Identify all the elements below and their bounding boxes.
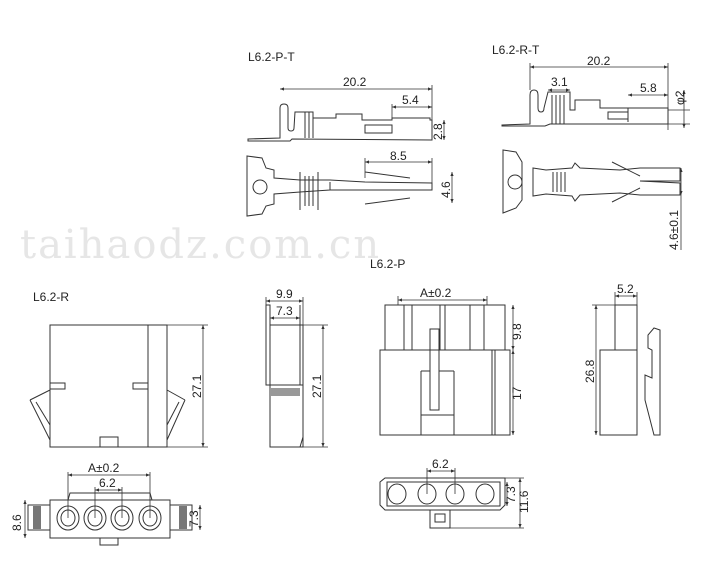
dim-width: 4.6±0.1: [667, 210, 681, 250]
dim-end-height: 8.6: [10, 514, 24, 531]
dim-diameter: φ2: [673, 90, 687, 105]
r-housing-title: L6.2-R: [33, 290, 69, 304]
r-terminal-side-view: [501, 89, 669, 127]
p-terminal-side-view: [247, 103, 433, 142]
dim-length: 20.2: [587, 54, 611, 68]
r-housing-side-view: [265, 304, 304, 448]
p-housing-end-view: [379, 477, 506, 529]
p-terminal-title: L6.2-P-T: [248, 50, 295, 64]
p-terminal-top-view: [246, 155, 433, 217]
dim-crimp: 3.1: [551, 75, 568, 89]
dim-side-width: 5.2: [617, 282, 634, 296]
r-terminal-title: L6.2-R-T: [492, 43, 540, 57]
p-terminal-drawing: L6.2-P-T 20.2 5.4 2.8 8.5 4.6: [246, 50, 454, 217]
dim-side-height: 26.8: [583, 359, 597, 383]
p-housing-drawing: L6.2-P A±0.2 9.8 17 5.2 26.8 6.2 7.3 11.…: [370, 257, 661, 529]
dim-length: 20.2: [343, 75, 367, 89]
dim-end-outer: 11.6: [517, 490, 531, 513]
r-terminal-drawing: L6.2-R-T 20.2 3.1 5.8 φ2 4.6±0.1: [492, 43, 690, 250]
dim-upper: 9.8: [510, 323, 524, 340]
dim-height: 2.8: [431, 123, 445, 140]
dim-lower: 17: [510, 386, 524, 400]
r-housing-side-ribs: [270, 388, 300, 396]
r-housing-front-view: [29, 324, 186, 448]
dim-pitch: 6.2: [432, 457, 449, 471]
dim-pitch-a: A±0.2: [420, 286, 452, 300]
r-housing-end-view: [27, 492, 193, 546]
r-terminal-top-view: [502, 149, 681, 214]
dim-end-inner: 7.3: [187, 510, 201, 527]
dim-side-outer: 9.9: [276, 287, 293, 301]
dim-width: 4.6: [439, 181, 453, 198]
dim-pitch-a: A±0.2: [88, 461, 120, 475]
watermark: taihaodz.com.cn: [20, 222, 381, 268]
dim-tip: 5.8: [640, 81, 657, 95]
dim-height: 27.1: [190, 374, 204, 398]
dim-slot: 8.5: [390, 149, 407, 163]
dim-pitch: 6.2: [99, 476, 116, 490]
dim-side-height: 27.1: [310, 374, 324, 398]
p-housing-front-view: [379, 304, 511, 436]
p-housing-side-view: [599, 304, 661, 436]
dim-end-inner: 7.3: [504, 486, 518, 503]
r-housing-drawing: L6.2-R 27.1 9.9 7.3 27.1 A±0.2 6.2 8.6 7…: [10, 287, 328, 546]
dim-tip: 5.4: [402, 93, 419, 107]
p-housing-title: L6.2-P: [370, 257, 405, 271]
dim-side-inner: 7.3: [276, 304, 293, 318]
